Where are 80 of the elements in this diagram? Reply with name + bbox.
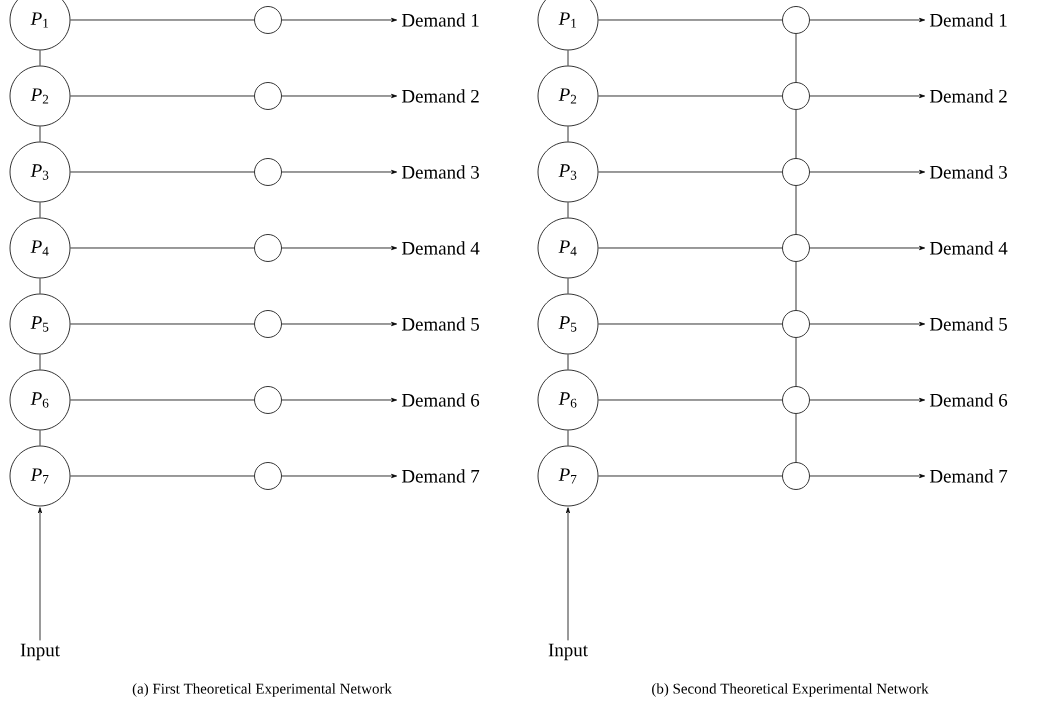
arrow — [281, 397, 398, 403]
junction-circle — [254, 6, 282, 34]
connector-line — [795, 185, 797, 235]
connector-line — [70, 399, 255, 401]
connector-line — [39, 126, 41, 142]
junction-circle — [254, 386, 282, 414]
demand-label: Demand 7 — [929, 469, 1008, 483]
arrow — [809, 321, 926, 327]
caption: (b) Second Theoretical Experimental Network — [652, 683, 929, 697]
junction-circle — [254, 82, 282, 110]
connector-line — [39, 50, 41, 66]
connector-line — [70, 171, 255, 173]
demand-label: Demand 3 — [401, 165, 479, 179]
connector-line — [39, 202, 41, 218]
connector-line — [598, 19, 783, 21]
arrow — [281, 245, 398, 251]
arrow — [809, 397, 926, 403]
demand-label: Demand 5 — [401, 317, 479, 331]
connector-line — [795, 109, 797, 159]
arrow — [809, 245, 926, 251]
junction-circle — [782, 82, 810, 110]
connector-line — [598, 399, 783, 401]
connector-line — [567, 202, 569, 218]
connector-line — [39, 354, 41, 370]
connector-line — [567, 354, 569, 370]
connector-line — [598, 323, 783, 325]
arrow — [809, 169, 926, 175]
connector-line — [567, 126, 569, 142]
junction-circle — [254, 158, 282, 186]
demand-label: Demand 1 — [401, 13, 479, 27]
connector-line — [598, 171, 783, 173]
arrow — [37, 507, 43, 641]
arrow — [809, 473, 926, 479]
junction-circle — [254, 234, 282, 262]
connector-line — [598, 247, 783, 249]
connector-line — [795, 337, 797, 387]
junction-circle — [782, 234, 810, 262]
demand-label: Demand 3 — [929, 165, 1007, 179]
arrow — [281, 473, 398, 479]
arrow — [809, 93, 926, 99]
input-label: Input — [20, 643, 60, 661]
arrow — [281, 17, 398, 23]
arrow — [281, 321, 398, 327]
arrow — [809, 17, 926, 23]
arrow — [565, 507, 571, 641]
connector-line — [70, 323, 255, 325]
connector-line — [70, 247, 255, 249]
connector-line — [567, 50, 569, 66]
demand-label: Demand 4 — [401, 241, 480, 255]
demand-label: Demand 4 — [929, 241, 1008, 255]
connector-line — [70, 19, 255, 21]
demand-label: Demand 6 — [929, 393, 1008, 407]
demand-label: Demand 1 — [929, 13, 1007, 27]
demand-label: Demand 5 — [929, 317, 1007, 331]
demand-label: Demand 2 — [929, 89, 1007, 103]
demand-label: Demand 7 — [401, 469, 480, 483]
junction-circle — [782, 462, 810, 490]
junction-circle — [254, 462, 282, 490]
connector-line — [39, 430, 41, 446]
connector-line — [795, 413, 797, 463]
arrow — [281, 93, 398, 99]
connector-line — [567, 430, 569, 446]
demand-label: Demand 2 — [401, 89, 479, 103]
arrow — [281, 169, 398, 175]
input-label: Input — [548, 643, 588, 661]
junction-circle — [782, 6, 810, 34]
connector-line — [70, 475, 255, 477]
connector-line — [567, 278, 569, 294]
connector-line — [598, 95, 783, 97]
junction-circle — [254, 310, 282, 338]
connector-line — [795, 33, 797, 83]
junction-circle — [782, 386, 810, 414]
demand-label: Demand 6 — [401, 393, 480, 407]
junction-circle — [782, 158, 810, 186]
caption: (a) First Theoretical Experimental Network — [132, 683, 392, 697]
connector-line — [795, 261, 797, 311]
connector-line — [70, 95, 255, 97]
connector-line — [39, 278, 41, 294]
junction-circle — [782, 310, 810, 338]
connector-line — [598, 475, 783, 477]
